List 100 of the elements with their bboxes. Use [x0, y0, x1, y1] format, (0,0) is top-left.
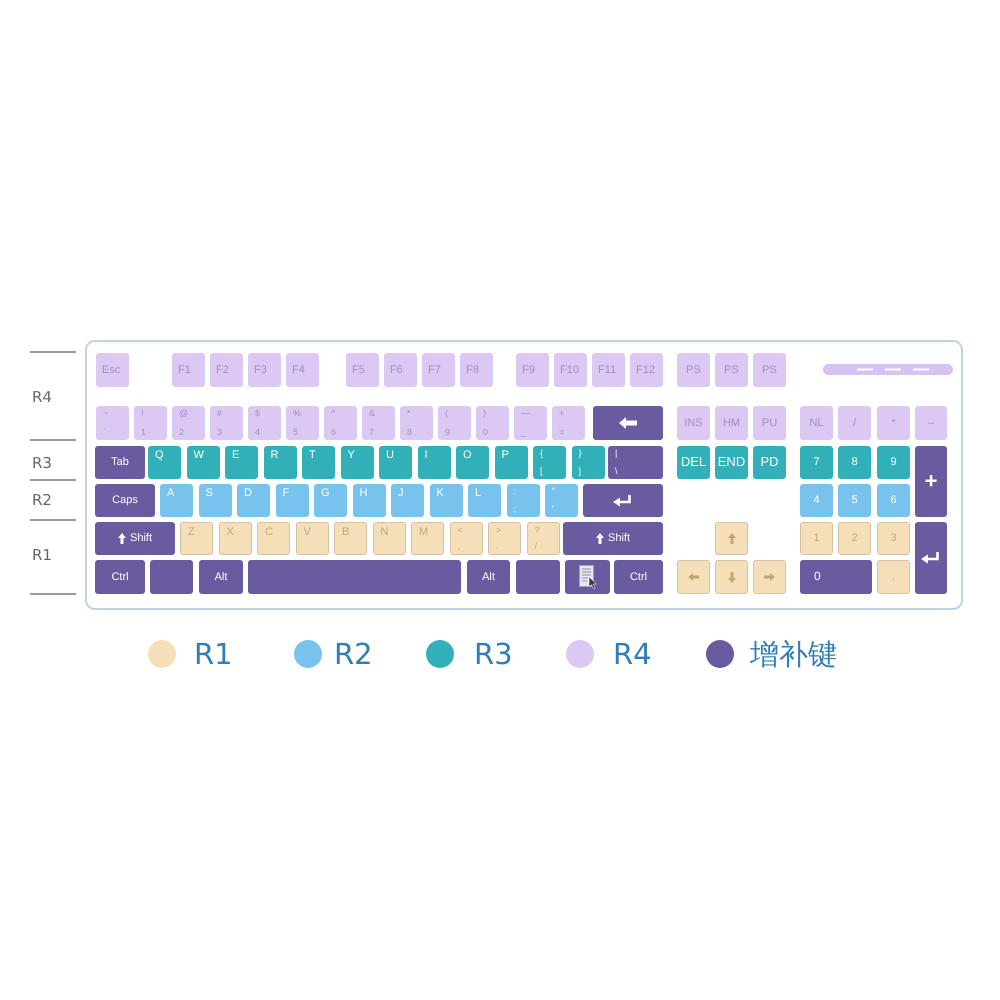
- key: [608, 446, 663, 479]
- key-label: `: [103, 428, 106, 437]
- key: PS: [677, 353, 710, 387]
- key: DEL: [677, 446, 710, 479]
- key-label: @: [179, 409, 188, 418]
- key-label: >: [496, 526, 502, 535]
- key: F7: [422, 353, 455, 387]
- key-label: \: [615, 467, 618, 476]
- row-label: R2: [32, 490, 52, 510]
- key: F12: [630, 353, 663, 387]
- key: F11: [592, 353, 625, 387]
- key: A: [160, 484, 193, 517]
- key: [715, 560, 748, 594]
- key: Q: [148, 446, 181, 479]
- key: [565, 560, 610, 594]
- key: /: [838, 406, 871, 440]
- key: 1: [800, 522, 833, 555]
- key-label: ^: [331, 409, 336, 418]
- legend-label: 增补键: [750, 636, 837, 672]
- key: HM: [715, 406, 748, 440]
- legend-label: R4: [613, 636, 652, 672]
- key: X: [218, 522, 252, 555]
- keyboard-frame: [85, 340, 963, 610]
- key-label: 5: [293, 428, 298, 437]
- key-label: ~: [103, 409, 108, 418]
- key: F5: [346, 353, 379, 387]
- key-label: ): [483, 409, 486, 418]
- key: N: [372, 522, 406, 555]
- key: M: [411, 522, 444, 555]
- key: [96, 406, 129, 440]
- key: Y: [340, 446, 374, 479]
- key: [324, 406, 357, 440]
- key: 9: [877, 446, 910, 479]
- key: PS: [753, 353, 786, 387]
- key: B: [334, 522, 367, 555]
- key: Ctrl: [95, 560, 145, 594]
- key: D: [237, 484, 270, 517]
- key-label: 1: [141, 428, 146, 437]
- key-label: 2: [179, 428, 184, 437]
- key: [514, 406, 547, 440]
- row-label: R4: [32, 387, 52, 407]
- key: +: [915, 446, 947, 517]
- key-label: [: [540, 467, 543, 476]
- key: Alt: [467, 560, 510, 594]
- key: G: [314, 484, 347, 517]
- key: [248, 406, 281, 440]
- key: PD: [753, 446, 786, 479]
- key-label: ?: [534, 526, 540, 535]
- key-label: _: [521, 428, 526, 437]
- key-label: &: [369, 409, 376, 418]
- key-label: *: [407, 409, 411, 418]
- key: [516, 560, 560, 594]
- key: F8: [460, 353, 493, 387]
- key: 0: [800, 560, 872, 594]
- key: Esc: [96, 353, 129, 387]
- key-label: 4: [255, 428, 260, 437]
- key: PS: [715, 353, 748, 387]
- key: [134, 406, 167, 440]
- key: [552, 406, 585, 440]
- row-label: R3: [32, 453, 52, 473]
- key: END: [715, 446, 748, 479]
- key: [286, 406, 319, 440]
- key: S: [198, 484, 232, 517]
- key-label: ,: [458, 542, 460, 551]
- key: [95, 522, 175, 555]
- key: J: [391, 484, 424, 517]
- key-label: ]: [578, 467, 582, 476]
- key-label: +: [559, 409, 564, 418]
- key: F9: [516, 353, 549, 387]
- key: [150, 560, 193, 594]
- key: [476, 406, 509, 440]
- key-label: ": [552, 487, 556, 496]
- key: V: [296, 522, 328, 555]
- key: [583, 484, 663, 517]
- key: [362, 406, 395, 440]
- key-label: <: [458, 526, 463, 535]
- legend-label: R3: [474, 636, 513, 672]
- key: [210, 406, 243, 440]
- key: H: [352, 484, 386, 517]
- key-label: |: [615, 449, 618, 458]
- key: [545, 484, 578, 517]
- key: [400, 406, 433, 440]
- key-label: 8: [407, 428, 412, 437]
- key: U: [379, 446, 412, 479]
- key: C: [257, 522, 290, 555]
- key: [533, 446, 566, 479]
- key: Alt: [199, 560, 243, 594]
- key: Ctrl: [614, 560, 663, 594]
- key: T: [302, 446, 335, 479]
- key: [715, 522, 748, 555]
- key: [450, 522, 482, 555]
- key: F: [276, 484, 308, 517]
- key: NL: [800, 406, 833, 440]
- key: P: [494, 446, 528, 479]
- key: E: [225, 446, 258, 479]
- key: [488, 522, 521, 555]
- key: O: [456, 446, 489, 479]
- key: 5: [838, 484, 871, 517]
- key: INS: [677, 406, 710, 440]
- key: [572, 446, 604, 479]
